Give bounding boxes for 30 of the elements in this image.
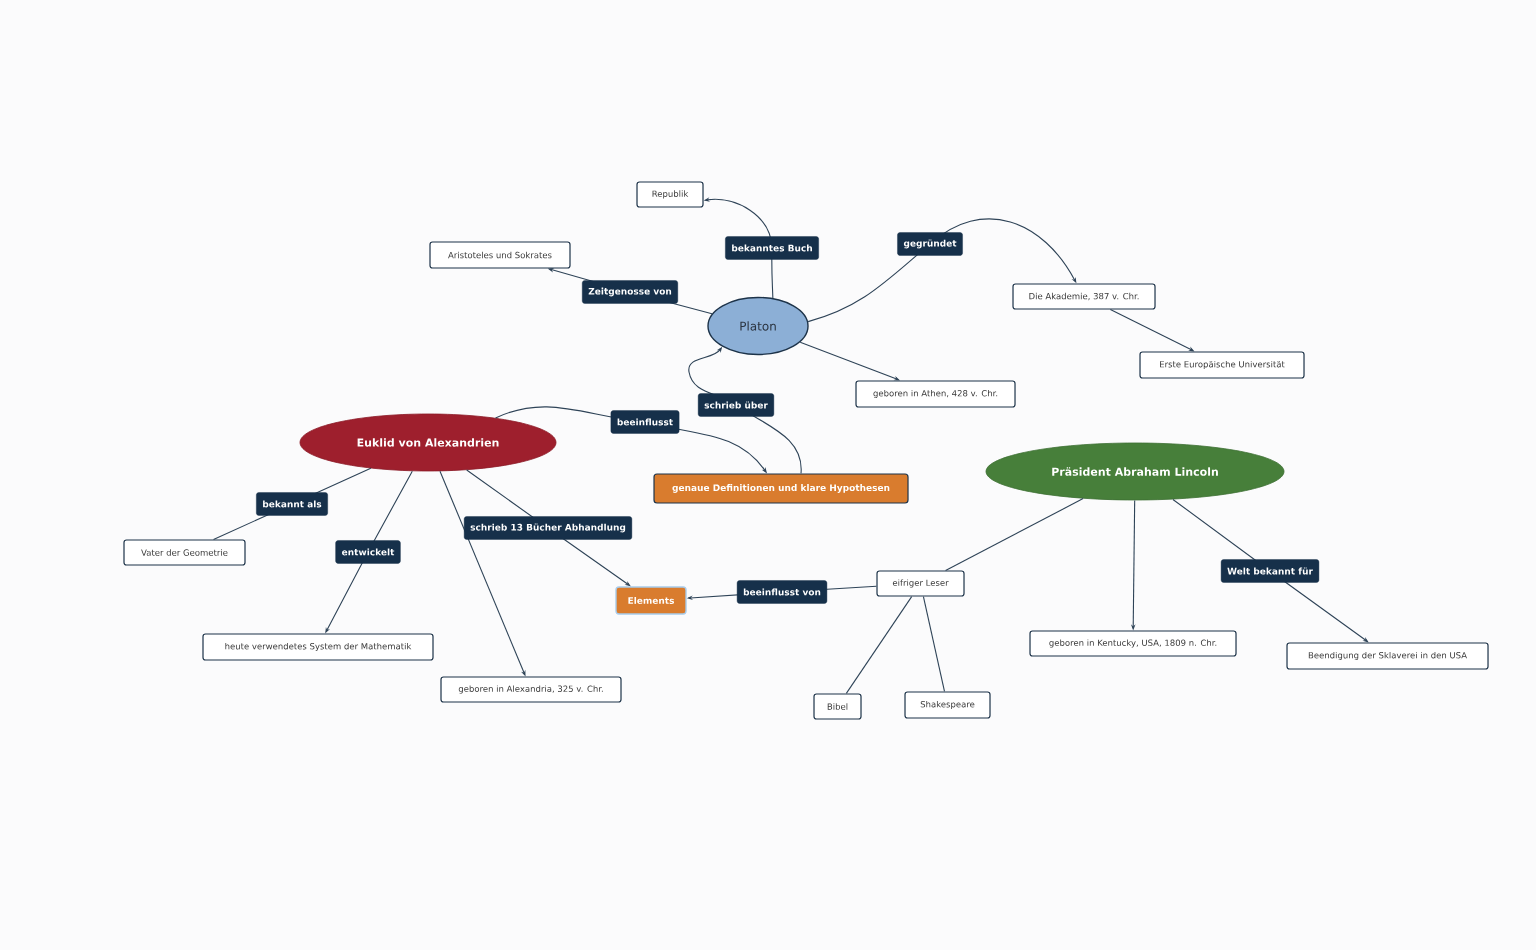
- concept-box: Republik: [636, 181, 704, 208]
- edge-label: schrieb 13 Bücher Abhandlung: [463, 516, 633, 540]
- highlight-box: genaue Definitionen und klare Hypothesen: [653, 473, 909, 504]
- edge-label: beeinflusst: [610, 410, 680, 434]
- concept-box: geboren in Athen, 428 v. Chr.: [855, 380, 1016, 408]
- edge-label: gegründet: [897, 232, 963, 256]
- concept-box: Erste Europäische Universität: [1139, 351, 1305, 379]
- arrow: [799, 341, 900, 381]
- edge-label: bekannt als: [256, 492, 328, 516]
- concept-box: Aristoteles und Sokrates: [429, 241, 571, 269]
- concept-box: Beendigung der Sklaverei in den USA: [1286, 642, 1489, 670]
- edge-label: entwickelt: [335, 540, 401, 564]
- edge-label: Welt bekannt für: [1220, 559, 1320, 583]
- concept-box: Die Akademie, 387 v. Chr.: [1012, 283, 1156, 310]
- concept-box: Shakespeare: [904, 691, 991, 719]
- concept-box: Vater der Geometrie: [123, 539, 246, 566]
- connector-line: [945, 498, 1084, 571]
- edge-label: bekanntes Buch: [725, 236, 819, 260]
- edge-label: schrieb über: [697, 393, 775, 417]
- connector-line: [922, 596, 946, 692]
- connector-line: [845, 596, 913, 694]
- concept-box: geboren in Alexandria, 325 v. Chr.: [440, 676, 622, 703]
- edge-label: Zeitgenosse von: [582, 280, 678, 304]
- concept-box: geboren in Kentucky, USA, 1809 n. Chr.: [1029, 630, 1237, 657]
- highlight-box: Elements: [615, 586, 687, 615]
- edge-label: beeinflusst von: [736, 580, 828, 604]
- concept-box: eifriger Leser: [876, 570, 965, 597]
- concept-box: heute verwendetes System der Mathematik: [202, 633, 434, 661]
- concept-box: Bibel: [813, 693, 862, 720]
- arrow: [807, 218, 1077, 323]
